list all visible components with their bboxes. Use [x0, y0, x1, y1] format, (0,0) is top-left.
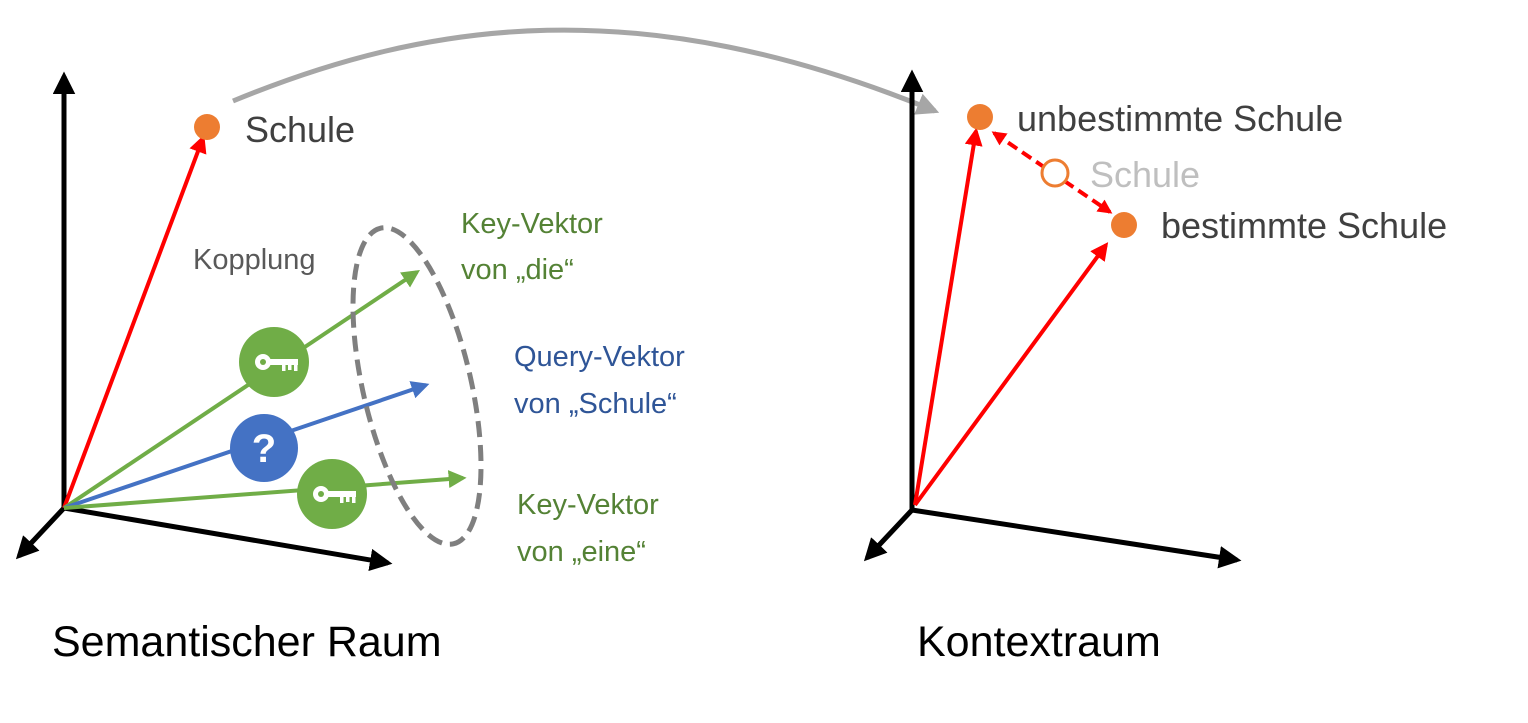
context-z-axis [863, 508, 914, 562]
key-vector-die [62, 269, 420, 510]
context-space-axes [863, 69, 1242, 569]
coupling-label: Kopplung [193, 244, 316, 276]
key-vector-eine [63, 470, 467, 510]
key-vector-die-label: Key-Vektor von „die“ [461, 208, 611, 286]
schule-point [194, 114, 220, 140]
semantic-space-axes [15, 71, 393, 572]
query-vector-line2: von „Schule“ [514, 388, 677, 420]
definite-schule-point [1111, 212, 1137, 238]
original-schule-label: Schule [1090, 154, 1200, 195]
key-vector-die-line2: von „die“ [461, 254, 574, 286]
key-vector-eine-label: Key-Vektor von „eine“ [517, 489, 667, 568]
key-vector-die-line1: Key-Vektor [461, 208, 603, 240]
key-vector-eine-line1: Key-Vektor [517, 489, 659, 521]
semantic-space-title: Semantischer Raum [52, 618, 442, 666]
key-icon [239, 327, 309, 397]
definite-schule-vector [913, 242, 1109, 507]
definite-schule-label: bestimmte Schule [1161, 205, 1447, 246]
indefinite-schule-point [967, 104, 993, 130]
coupling-ellipse [350, 225, 484, 547]
query-vector-label: Query-Vektor von „Schule“ [514, 341, 693, 420]
schule-word-label: Schule [245, 109, 355, 150]
semantic-z-axis [15, 506, 66, 560]
original-schule-point [1040, 158, 1070, 188]
key-vector-eine-line2: von „eine“ [517, 536, 646, 568]
query-vector-line1: Query-Vektor [514, 341, 685, 373]
question-mark-icon: ? [230, 414, 298, 482]
context-x-axis [911, 507, 1242, 569]
transfer-arrow [232, 27, 940, 115]
indefinite-schule-label: unbestimmte Schule [1017, 98, 1343, 139]
context-space-title: Kontextraum [917, 618, 1161, 666]
schule-word-vector [62, 134, 207, 509]
key-icon [297, 459, 367, 529]
question-mark-glyph: ? [252, 427, 276, 471]
indefinite-schule-vector [913, 127, 983, 506]
semantic-x-axis [63, 505, 393, 572]
